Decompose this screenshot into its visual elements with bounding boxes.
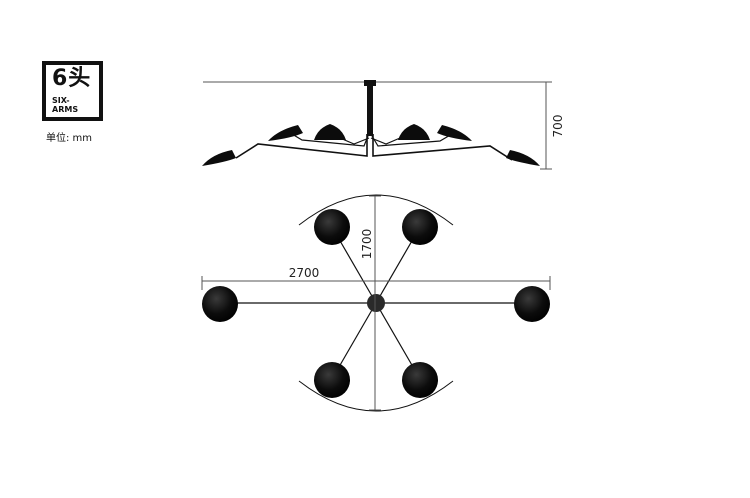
plan-shade-left [202,286,238,322]
plan-view: 2700 1700 [201,194,551,412]
unit-label: 单位: mm [46,133,93,144]
left-arm-long [235,134,368,159]
six-arms-badge: 6头 SIX- ARMS [42,61,103,121]
side-shade-1 [202,150,236,166]
plan-shade-right [514,286,550,322]
right-arm-mid [371,133,453,147]
badge-subtitle: SIX- ARMS [52,96,100,114]
right-arm-long [372,134,513,161]
plan-shade-lower-right [402,362,438,398]
side-shade-4 [398,124,430,140]
plan-top-arc [298,194,454,226]
plan-hub [367,294,385,312]
side-elevation: 700 [202,80,565,170]
side-shade-3 [314,124,346,140]
side-shade-5 [437,125,472,141]
badge-subtitle-line1: SIX- [52,96,70,105]
stem [367,86,373,136]
plan-shade-upper-right [402,209,438,245]
left-arm-mid [291,133,369,147]
width-label: 2700 [289,266,320,280]
badge-subtitle-line2: ARMS [52,105,79,114]
height-label: 700 [551,115,565,138]
plan-bottom-arc [298,380,454,412]
right-arm-short [370,137,401,145]
depth-label: 1700 [360,229,374,260]
side-shade-2 [268,125,303,141]
canopy [364,80,376,86]
plan-shade-upper-left [314,209,350,245]
badge-title: 6头 [52,66,92,91]
plan-shade-lower-left [314,362,350,398]
side-shade-6 [506,150,540,166]
